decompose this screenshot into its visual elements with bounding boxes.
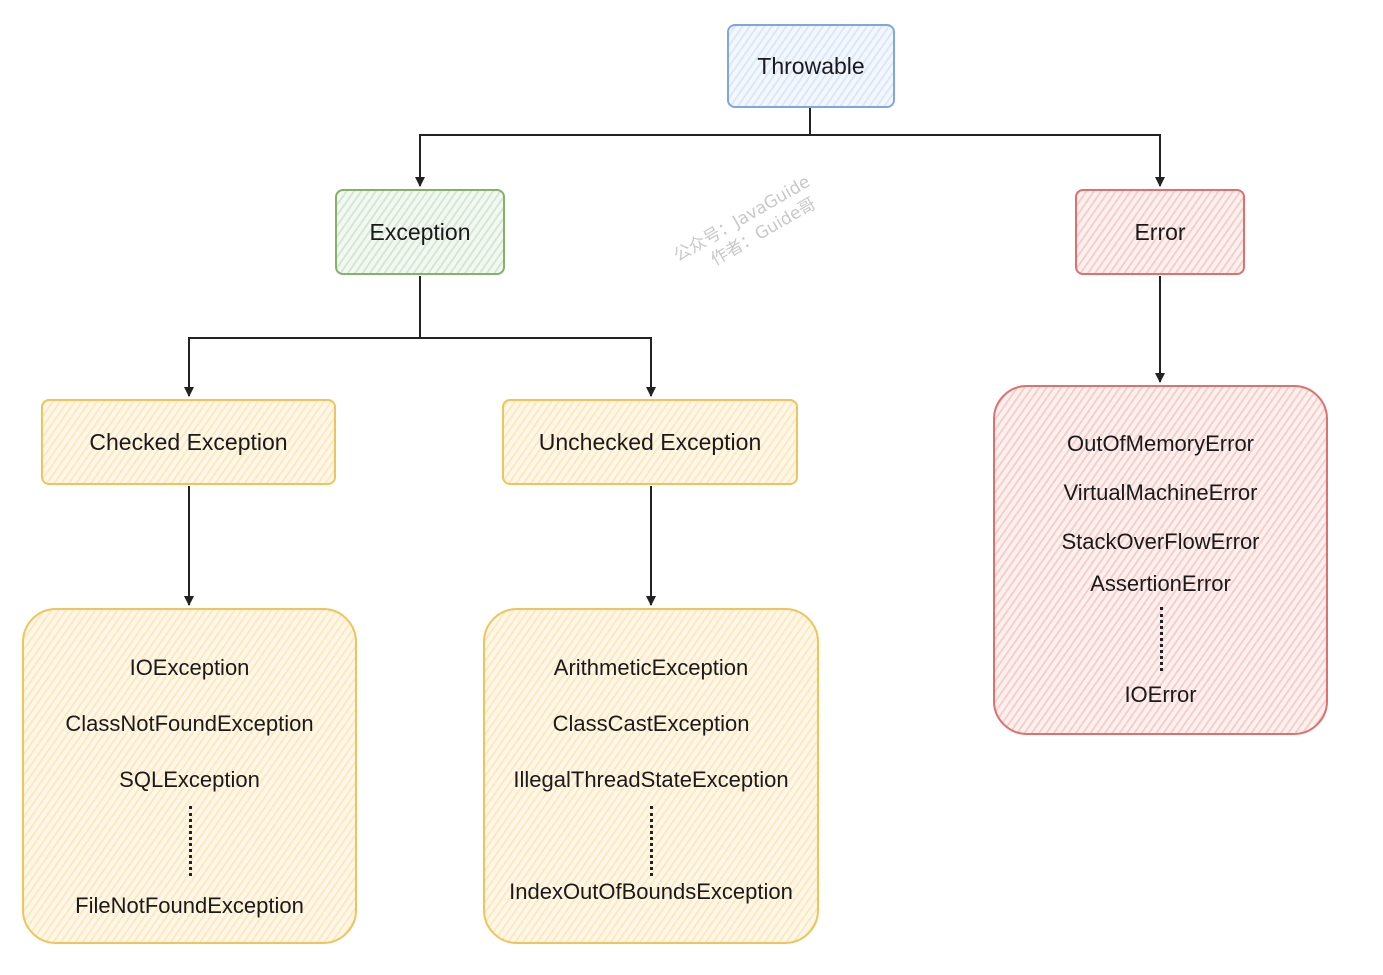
connector-throwable-exception — [415, 108, 811, 187]
error-examples-group: OutOfMemoryError VirtualMachineError Sta… — [993, 385, 1328, 735]
unchecked-exception-node: Unchecked Exception — [502, 399, 798, 485]
error-example-item: VirtualMachineError — [1063, 480, 1258, 505]
error-example-item: AssertionError — [1090, 571, 1231, 596]
unchecked-example-item: IndexOutOfBoundsException — [509, 879, 793, 904]
unchecked-example-item: ArithmeticException — [553, 655, 749, 680]
checked-examples-group: IOException ClassNotFoundException SQLEx… — [22, 608, 357, 944]
ellipsis-dots — [650, 806, 653, 876]
ellipsis-dots — [1160, 607, 1163, 671]
unchecked-example-item: IllegalThreadStateException — [513, 767, 789, 792]
unchecked-exception-label: Unchecked Exception — [538, 428, 762, 455]
checked-example-item: IOException — [129, 655, 250, 680]
connector-exception-unchecked — [420, 337, 656, 397]
checked-example-item: FileNotFoundException — [75, 893, 304, 918]
checked-example-item: ClassNotFoundException — [65, 711, 314, 736]
checked-example-item: SQLException — [119, 767, 260, 792]
exception-node: Exception — [335, 189, 505, 275]
unchecked-examples-group: ArithmeticException ClassCastException I… — [483, 608, 819, 944]
unchecked-example-item: ClassCastException — [552, 711, 750, 736]
throwable-label: Throwable — [757, 52, 865, 79]
error-example-item: OutOfMemoryError — [1066, 431, 1255, 456]
ellipsis-dots — [189, 806, 192, 876]
checked-exception-label: Checked Exception — [89, 428, 288, 455]
connector-throwable-error — [810, 134, 1165, 187]
error-example-item: IOError — [1124, 682, 1197, 707]
error-label: Error — [1134, 218, 1186, 245]
throwable-node: Throwable — [727, 24, 895, 108]
connector-exception-checked — [184, 276, 421, 397]
error-node: Error — [1075, 189, 1245, 275]
checked-exception-node: Checked Exception — [41, 399, 336, 485]
exception-label: Exception — [369, 218, 471, 245]
error-example-item: StackOverFlowError — [1061, 529, 1260, 554]
